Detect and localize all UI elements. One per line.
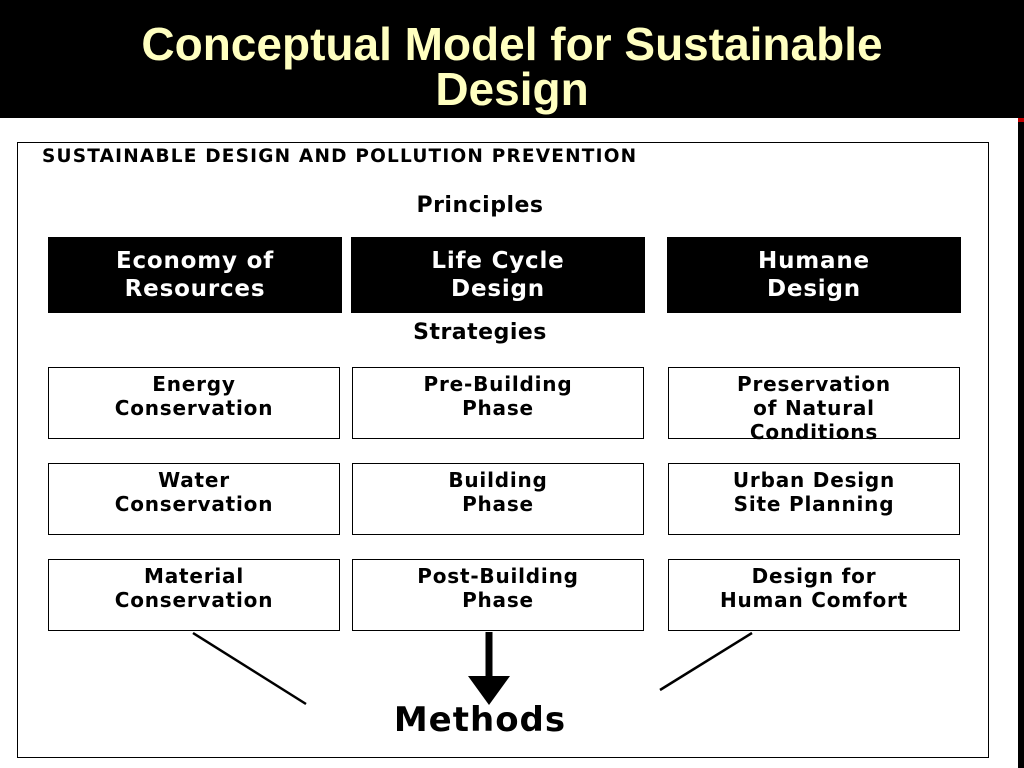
left-connector-line	[192, 631, 307, 706]
principle-label: Life Cycle Design	[431, 248, 565, 302]
strategy-design-for-human-comfort: Design for Human Comfort	[668, 559, 960, 631]
principles-label: Principles	[416, 193, 544, 218]
slide-title-line-1: Conceptual Model for Sustainable	[141, 18, 883, 70]
strategy-label: Pre-Building Phase	[423, 372, 573, 420]
strategy-label: Design for Human Comfort	[719, 564, 909, 612]
red-edge-mark	[1018, 118, 1024, 122]
methods-label: Methods	[393, 700, 567, 740]
strategy-preservation-of-natural-conditions: Preservation of Natural Conditions	[668, 367, 960, 444]
right-edge-strip	[1018, 118, 1024, 768]
principle-life-cycle-design: Life Cycle Design	[351, 237, 645, 313]
strategy-label: Post-Building Phase	[417, 564, 579, 612]
strategy-label: Building Phase	[448, 468, 548, 516]
strategy-water-conservation: Water Conservation	[48, 463, 340, 535]
strategy-label: Material Conservation	[114, 564, 274, 612]
principle-label: Economy of Resources	[115, 248, 275, 302]
diagram-panel	[0, 118, 1024, 768]
slide-title: Conceptual Model for Sustainable Design	[0, 18, 1024, 115]
strategy-urban-design-site-planning: Urban Design Site Planning	[668, 463, 960, 535]
strategy-energy-conservation: Energy Conservation	[48, 367, 340, 439]
principle-economy-of-resources: Economy of Resources	[48, 237, 342, 313]
diagram-header: SUSTAINABLE DESIGN AND POLLUTION PREVENT…	[42, 146, 638, 167]
strategy-label: Preservation of Natural Conditions	[737, 372, 891, 444]
slide-title-line-2: Design	[435, 63, 589, 115]
strategies-label: Strategies	[413, 320, 547, 345]
strategy-building-phase: Building Phase	[352, 463, 644, 535]
strategy-label: Urban Design Site Planning	[732, 468, 896, 516]
diagram-frame	[17, 142, 989, 758]
principle-humane-design: Humane Design	[667, 237, 961, 313]
center-arrow-head	[468, 676, 510, 705]
strategy-material-conservation: Material Conservation	[48, 559, 340, 631]
principle-label: Humane Design	[758, 248, 870, 302]
right-connector-line	[659, 631, 753, 692]
strategy-pre-building-phase: Pre-Building Phase	[352, 367, 644, 439]
strategy-post-building-phase: Post-Building Phase	[352, 559, 644, 631]
strategy-label: Water Conservation	[114, 468, 274, 516]
strategy-label: Energy Conservation	[114, 372, 274, 420]
